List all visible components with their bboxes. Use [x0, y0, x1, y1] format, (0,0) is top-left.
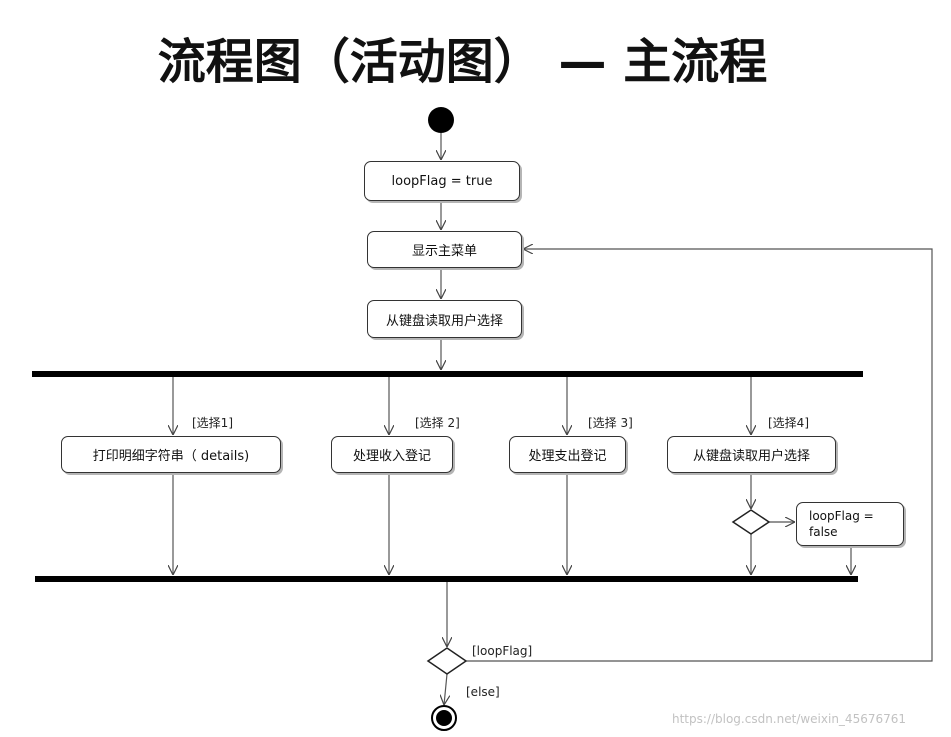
- diagram-title: 流程图（活动图） — 主流程: [157, 34, 768, 90]
- fork-bar: [32, 371, 863, 377]
- decision-diamond-loop: [426, 647, 468, 675]
- join-bar: [35, 576, 858, 582]
- action-branch-4-label: 从键盘读取用户选择: [692, 449, 810, 464]
- guard-else: [else]: [466, 685, 500, 699]
- action-read-choice-label: 从键盘读取用户选择: [385, 313, 503, 329]
- action-show-menu: 显示主菜单: [367, 231, 522, 268]
- action-branch-3: 处理支出登记: [509, 436, 626, 473]
- action-set-loopflag-false-label: loopFlag = false: [809, 509, 874, 539]
- action-branch-2: 处理收入登记: [331, 436, 453, 473]
- guard-choice-1: [选择1]: [192, 416, 233, 430]
- action-read-choice: 从键盘读取用户选择: [367, 300, 522, 338]
- watermark: https://blog.csdn.net/weixin_45676761: [672, 712, 907, 726]
- guard-choice-2: [选择 2]: [415, 416, 460, 430]
- action-branch-1: 打印明细字符串（ details): [61, 436, 281, 473]
- flow-loop-back-to-menu: [466, 249, 933, 662]
- decision-diamond-exit: [731, 509, 771, 535]
- action-init-loopflag: loopFlag = true: [364, 161, 520, 201]
- action-set-loopflag-false: loopFlag = false: [796, 502, 904, 546]
- action-branch-1-label: 打印明细字符串（ details): [92, 449, 250, 464]
- guard-loopflag: [loopFlag]: [472, 644, 533, 658]
- action-branch-2-label: 处理收入登记: [352, 449, 431, 464]
- action-init-label: loopFlag = true: [391, 173, 493, 189]
- action-branch-3-label: 处理支出登记: [528, 449, 607, 464]
- flow-else-to-end: [444, 673, 447, 705]
- start-node: [428, 107, 454, 133]
- action-branch-4: 从键盘读取用户选择: [667, 436, 836, 473]
- guard-choice-3: [选择 3]: [588, 416, 633, 430]
- action-show-menu-label: 显示主菜单: [411, 244, 477, 259]
- guard-choice-4: [选择4]: [768, 416, 809, 430]
- end-node-core: [436, 710, 452, 726]
